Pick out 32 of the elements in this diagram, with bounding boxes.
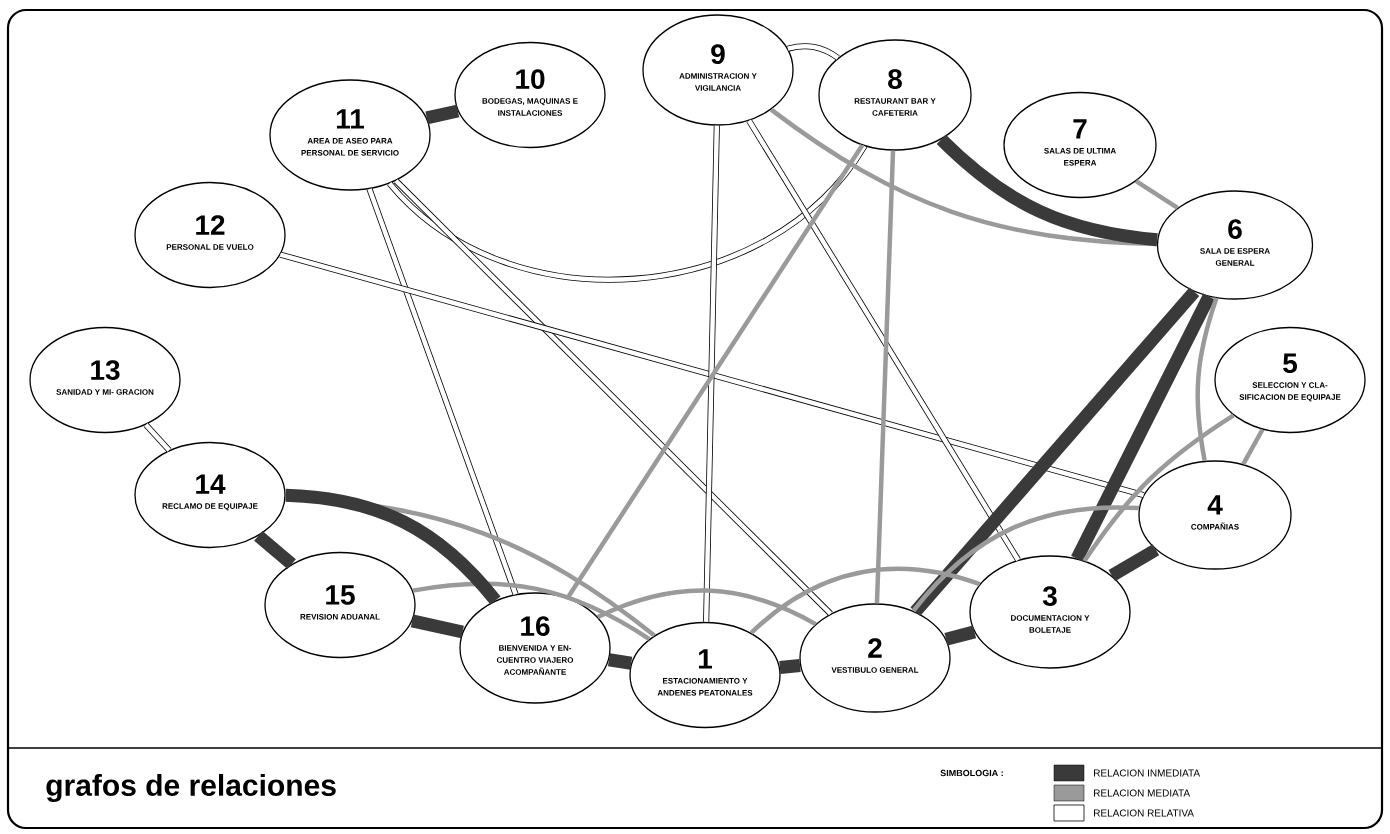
relation-line — [749, 566, 981, 635]
relation-line — [703, 125, 720, 622]
legend-heading: SIMBOLOGIA : — [940, 769, 1003, 777]
relation-line — [254, 530, 296, 570]
relation-line — [412, 581, 651, 641]
relation-line — [779, 659, 801, 674]
relation-line — [1134, 179, 1179, 210]
relation-line — [607, 653, 633, 670]
relation-line — [1241, 428, 1265, 466]
relation-line — [936, 134, 1158, 247]
relation-line — [910, 287, 1200, 616]
relation-line — [285, 488, 501, 605]
relation-line — [1071, 293, 1215, 562]
relation-line — [944, 625, 977, 646]
relation-line — [410, 614, 464, 639]
relation-line — [1082, 413, 1235, 563]
legend-text: RELACION MEDIATA — [1094, 789, 1191, 797]
legend-text: RELACION RELATIVA — [1094, 809, 1194, 817]
relation-line — [874, 150, 896, 604]
relation-line — [143, 422, 172, 453]
relation-line — [366, 187, 519, 596]
legend-text: RELACION INMEDIATA — [1094, 769, 1201, 777]
relation-line — [1195, 297, 1219, 462]
relation-line — [393, 178, 833, 616]
relation-line — [425, 104, 460, 125]
relation-line — [787, 43, 840, 61]
relation-line — [911, 505, 1140, 613]
relation-line — [387, 144, 868, 283]
relation-line — [746, 119, 1021, 562]
relation-line — [279, 251, 1145, 499]
relation-line — [596, 588, 817, 627]
title: grafos de relaciones — [46, 773, 336, 803]
